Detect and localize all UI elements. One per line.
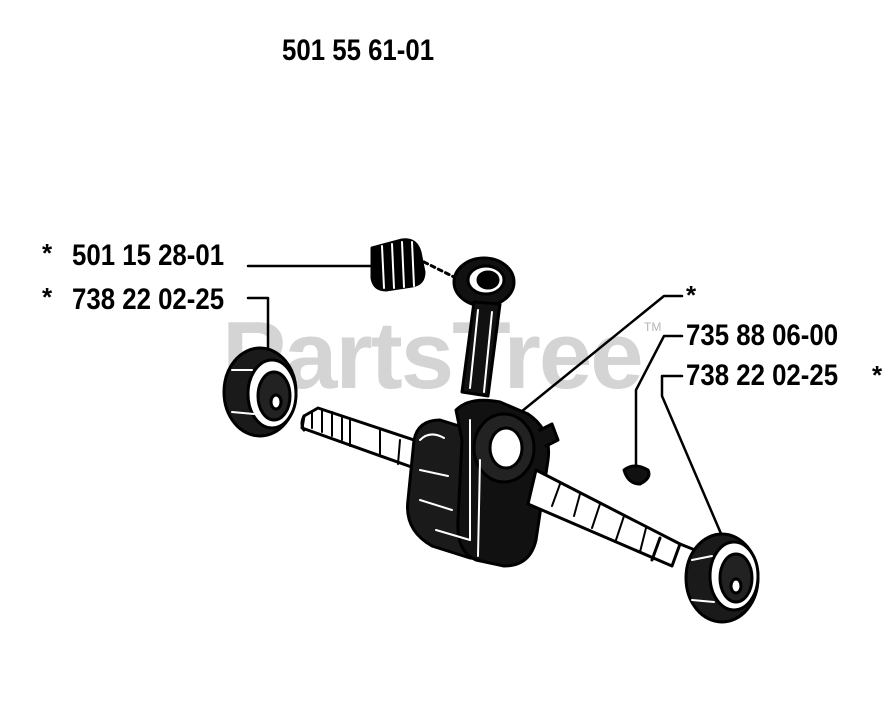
right-shaft	[526, 468, 702, 568]
crank-webs	[406, 398, 560, 568]
needle-bearing-asterisk: *	[42, 238, 53, 268]
watermark-trademark: TM	[644, 320, 662, 334]
leader-crankshaft	[514, 294, 684, 418]
right-bearing-part-number[interactable]: 738 22 02-25	[686, 359, 839, 392]
right-ball-bearing	[684, 532, 760, 624]
left-bearing-asterisk: *	[42, 282, 53, 312]
assembly-number: 501 55 61-01	[282, 34, 435, 67]
needle-bearing-part-number[interactable]: 501 15 28-01	[72, 239, 225, 272]
leader-left-bearing	[246, 296, 270, 354]
right-bearing-asterisk: *	[872, 360, 883, 390]
woodruff-key	[622, 464, 651, 486]
left-bearing-part-number[interactable]: 738 22 02-25	[72, 283, 225, 316]
needle-bearing	[370, 238, 458, 292]
leader-right-bearing	[660, 374, 724, 538]
leader-key	[634, 334, 684, 472]
connecting-rod	[452, 256, 516, 398]
key-part-number[interactable]: 735 88 06-00	[686, 319, 839, 352]
leader-lines	[246, 264, 724, 538]
left-ball-bearing	[222, 346, 298, 438]
crankshaft-asterisk: *	[686, 280, 697, 310]
